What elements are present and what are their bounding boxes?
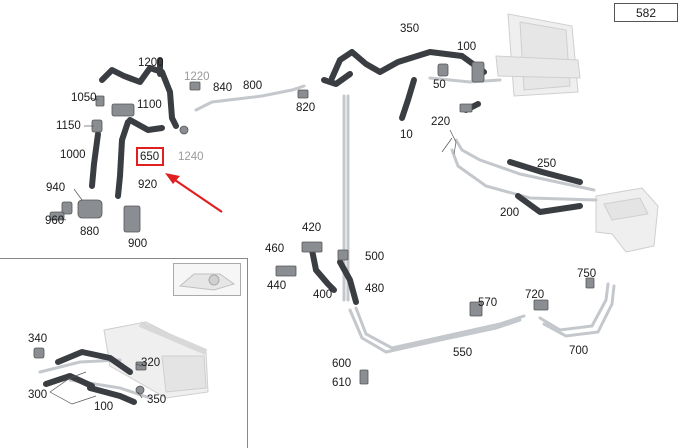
- callout-880[interactable]: 880: [80, 226, 100, 238]
- callout-10[interactable]: 10: [400, 129, 413, 141]
- callout-800[interactable]: 800: [243, 80, 263, 92]
- callout-750[interactable]: 750: [577, 268, 597, 280]
- callout-480[interactable]: 480: [365, 283, 385, 295]
- inset-radiator-ghost: [103, 321, 209, 399]
- callout-820[interactable]: 820: [296, 102, 316, 114]
- callout-420[interactable]: 420: [302, 222, 322, 234]
- callout-100-inset[interactable]: 100: [94, 401, 114, 413]
- thumbnail-artwork: [178, 273, 236, 291]
- highlight-box: [136, 147, 164, 166]
- callout-100-main[interactable]: 100: [457, 41, 477, 53]
- callout-900[interactable]: 900: [128, 238, 148, 250]
- callout-250[interactable]: 250: [537, 158, 557, 170]
- callout-920[interactable]: 920: [138, 179, 158, 191]
- callout-350-inset[interactable]: 350: [147, 394, 167, 406]
- radiator-ghost: [495, 13, 581, 97]
- leader-lines: [49, 97, 457, 405]
- callout-350-main[interactable]: 350: [400, 23, 420, 35]
- callout-1220[interactable]: 1220: [184, 71, 210, 83]
- callout-50[interactable]: 50: [433, 79, 446, 91]
- callout-500[interactable]: 500: [365, 251, 385, 263]
- callout-340[interactable]: 340: [28, 333, 48, 345]
- sheet-number-box: 582: [614, 3, 678, 22]
- callout-1200[interactable]: 1200: [138, 57, 164, 69]
- hoses: [43, 49, 583, 405]
- callout-1050[interactable]: 1050: [71, 92, 97, 104]
- fittings: [33, 61, 595, 395]
- callout-650[interactable]: 650: [140, 151, 160, 163]
- highlight-arrow: [165, 173, 223, 213]
- callout-940[interactable]: 940: [46, 182, 66, 194]
- callout-610[interactable]: 610: [332, 377, 352, 389]
- callout-220[interactable]: 220: [431, 116, 451, 128]
- inset-thumbnail: [173, 263, 241, 296]
- callout-960[interactable]: 960: [45, 215, 65, 227]
- callout-1240[interactable]: 1240: [178, 151, 204, 163]
- callout-1000[interactable]: 1000: [60, 149, 86, 161]
- callout-1100[interactable]: 1100: [137, 99, 162, 111]
- inset-detail-frame: [0, 258, 248, 448]
- expansion-tank-ghost: [595, 187, 659, 253]
- callout-400[interactable]: 400: [313, 289, 333, 301]
- callout-320[interactable]: 320: [141, 357, 161, 369]
- callout-550[interactable]: 550: [453, 347, 473, 359]
- callout-700[interactable]: 700: [569, 345, 589, 357]
- callout-460[interactable]: 460: [265, 243, 285, 255]
- callout-440[interactable]: 440: [267, 280, 287, 292]
- callout-570[interactable]: 570: [478, 297, 498, 309]
- callout-600[interactable]: 600: [332, 358, 352, 370]
- callout-1150[interactable]: 1150: [56, 120, 81, 132]
- callout-300[interactable]: 300: [28, 389, 48, 401]
- callout-840[interactable]: 840: [213, 82, 233, 94]
- callout-200[interactable]: 200: [500, 207, 520, 219]
- callout-720[interactable]: 720: [525, 289, 545, 301]
